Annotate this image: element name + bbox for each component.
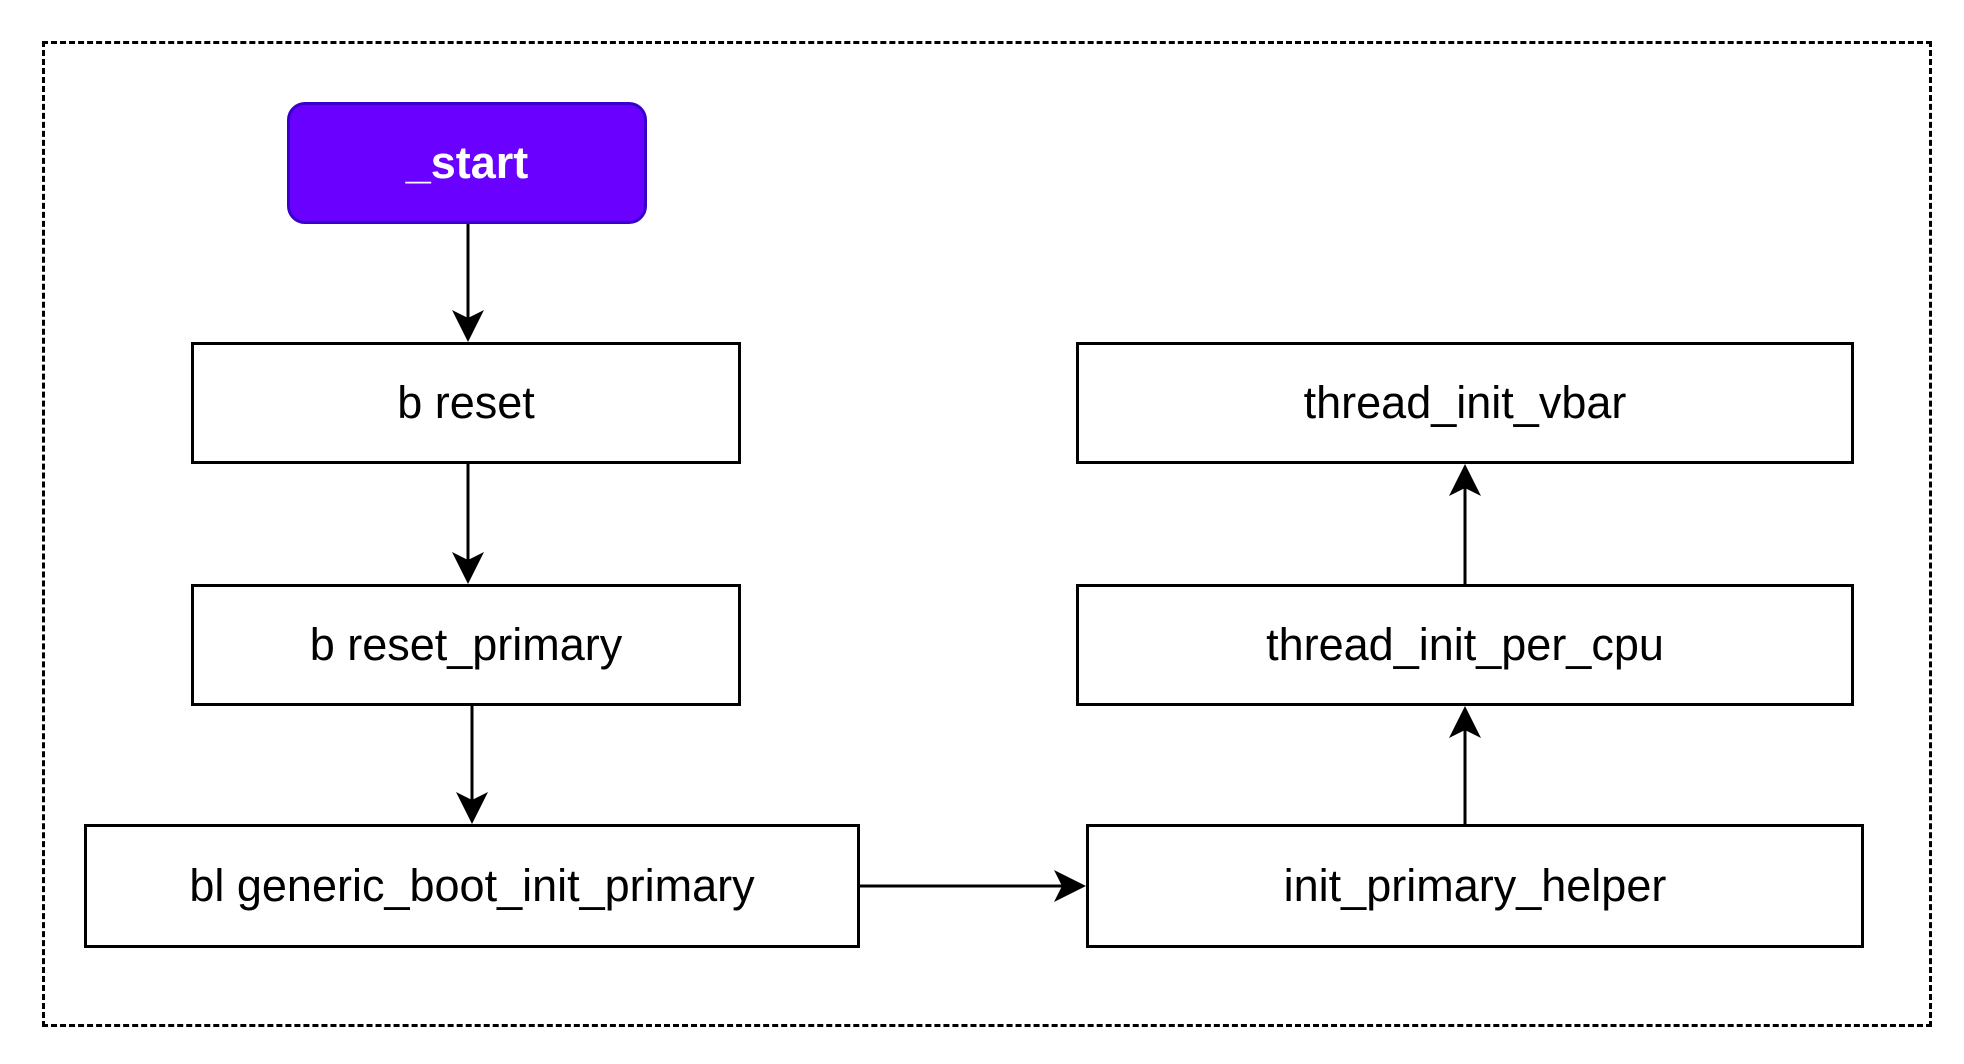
node-thread-init-vbar[interactable]: thread_init_vbar <box>1076 342 1854 464</box>
node-thread-init-per-cpu[interactable]: thread_init_per_cpu <box>1076 584 1854 706</box>
node-b-reset-label: b reset <box>397 377 535 428</box>
node-init-primary-helper[interactable]: init_primary_helper <box>1086 824 1864 948</box>
node-bl-generic-boot-init-primary[interactable]: bl generic_boot_init_primary <box>84 824 860 948</box>
node-start-label: _start <box>405 137 529 188</box>
node-init-primary-helper-label: init_primary_helper <box>1283 860 1667 911</box>
node-thread-init-vbar-label: thread_init_vbar <box>1303 377 1627 428</box>
node-b-reset-primary[interactable]: b reset_primary <box>191 584 741 706</box>
node-bl-generic-boot-init-primary-label: bl generic_boot_init_primary <box>189 860 755 911</box>
dashed-boundary-frame <box>42 41 1932 1027</box>
node-start[interactable]: _start <box>287 102 647 224</box>
node-b-reset[interactable]: b reset <box>191 342 741 464</box>
node-thread-init-per-cpu-label: thread_init_per_cpu <box>1266 619 1664 670</box>
node-b-reset-primary-label: b reset_primary <box>309 619 623 670</box>
